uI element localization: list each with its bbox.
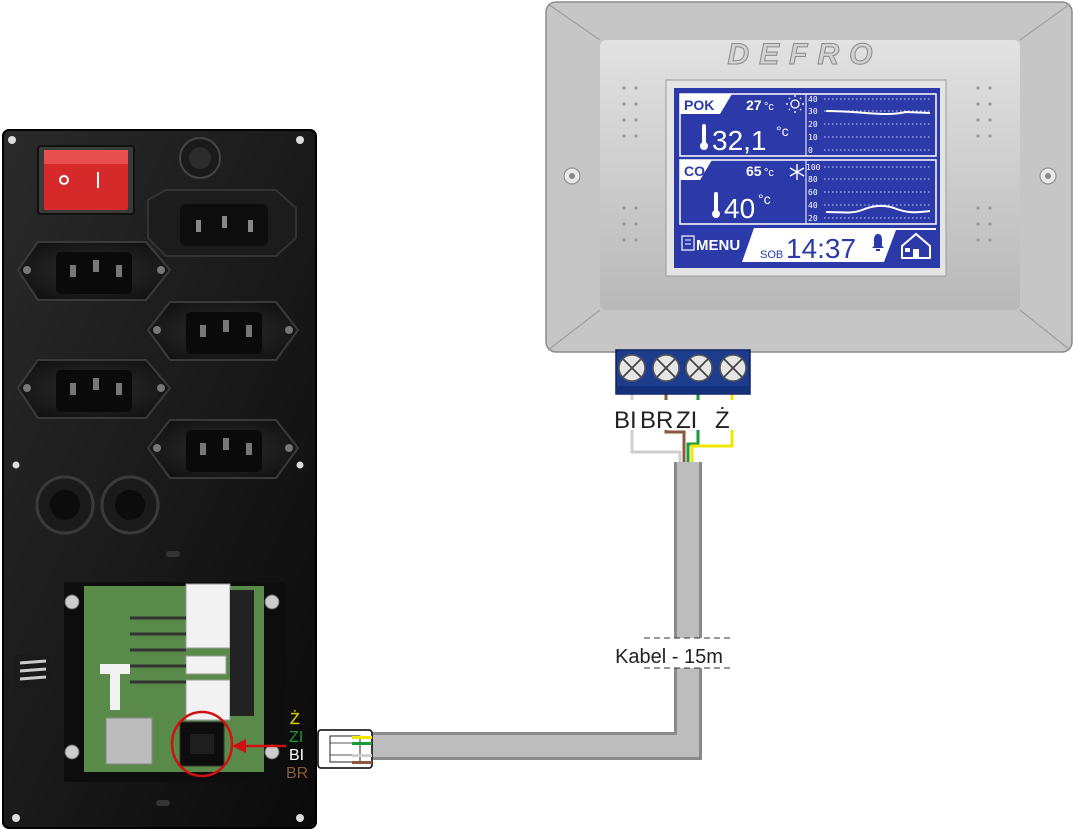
power-inlet — [147, 189, 297, 257]
co-axis-tick: 40 — [808, 201, 818, 210]
terminal-screw — [719, 354, 747, 382]
power-socket — [146, 419, 300, 479]
terminal-label-bi: BI — [614, 407, 637, 434]
side-clip — [14, 655, 50, 687]
day-label: SOB — [760, 249, 783, 261]
socket-label-zi: ZI — [289, 729, 303, 746]
circuit-board — [64, 582, 286, 782]
rj-plug — [317, 729, 373, 769]
room-controller: DEFRO POK 27 °c 32,1 °c 40 30 2 — [545, 1, 1073, 353]
socket-label-z: Ż — [290, 709, 300, 728]
thermometer-icon — [700, 124, 708, 150]
terminal-label-z: Ż — [715, 407, 730, 434]
co-label: CO — [684, 163, 705, 179]
room-temp: 32,1 — [712, 125, 767, 156]
clock-time: 14:37 — [786, 233, 856, 264]
co-temp-unit: °c — [758, 191, 771, 207]
bell-icon — [872, 234, 884, 251]
socket-highlight — [170, 710, 234, 778]
menu-icon — [681, 235, 695, 251]
room-axis-tick: 30 — [808, 107, 818, 116]
power-socket — [16, 241, 172, 301]
room-axis-tick: 20 — [808, 120, 818, 129]
co-axis-tick: 80 — [808, 175, 818, 184]
socket-label-br: BR — [286, 765, 308, 782]
terminal-screw — [685, 354, 713, 382]
terminal-block — [615, 349, 751, 395]
room-axis-tick: 10 — [808, 133, 818, 142]
co-axis-tick: 60 — [808, 188, 818, 197]
thermometer-icon — [712, 192, 720, 218]
cable — [372, 462, 702, 760]
co-set-unit: °c — [764, 167, 774, 179]
terminal-label-br: BR — [640, 407, 673, 434]
snowflake-icon — [789, 164, 805, 180]
sun-icon — [786, 95, 804, 113]
room-temp-unit: °c — [776, 123, 789, 139]
control-panel — [2, 129, 317, 829]
power-socket — [146, 301, 300, 361]
terminal-screw — [618, 354, 646, 382]
co-set-temp: 65 — [746, 163, 762, 179]
co-temp: 40 — [724, 193, 755, 224]
co-axis-tick: 20 — [808, 214, 818, 223]
room-axis-tick: 40 — [808, 95, 818, 104]
menu-label: MENU — [696, 237, 740, 254]
co-axis-tick: 100 — [806, 163, 821, 172]
arrow-icon — [232, 739, 286, 753]
terminal-label-zi: ZI — [676, 407, 697, 434]
room-label: POK — [684, 97, 714, 113]
terminal-screw — [652, 354, 680, 382]
brand-logo: DEFRO — [728, 38, 883, 71]
socket-label-bi: BI — [289, 747, 304, 764]
room-set-temp: 27 — [746, 97, 762, 113]
cable-label: Kabel - 15m — [598, 637, 740, 669]
house-icon — [884, 230, 936, 262]
room-set-unit: °c — [764, 101, 774, 113]
room-axis-tick: 0 — [808, 146, 813, 155]
power-socket — [16, 359, 172, 419]
cable-length-label: Kabel - 15m — [615, 646, 723, 668]
power-switch-icon — [37, 145, 135, 215]
